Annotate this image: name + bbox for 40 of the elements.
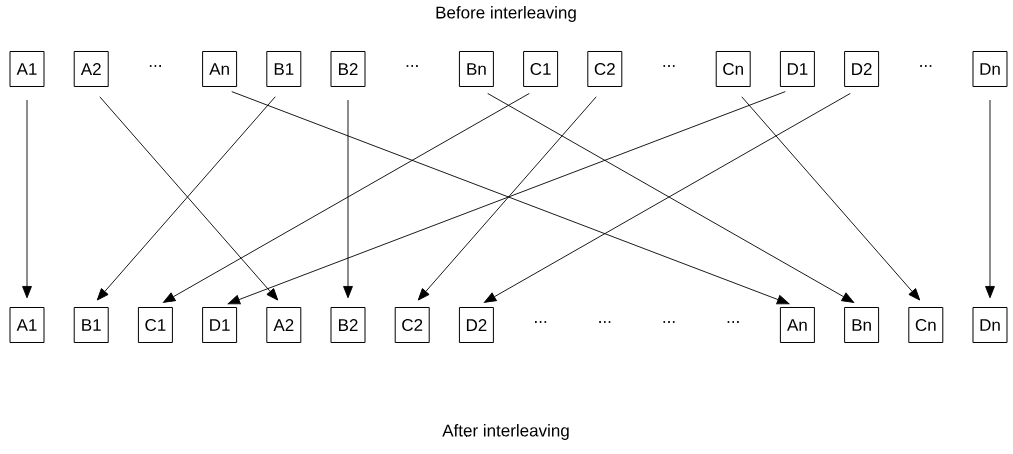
ellipsis: ... [920,65,932,67]
item-box: B2 [330,51,366,87]
item-box: Cn [715,51,751,87]
arrow [985,99,995,299]
item-box: B2 [330,307,366,343]
item-box: A1 [9,307,45,343]
item-box: B1 [73,307,109,343]
item-box: Cn [908,307,944,343]
ellipsis: ... [406,65,418,67]
item-box: C2 [587,51,623,87]
item-box: An [202,51,238,87]
item-box: D1 [779,51,815,87]
arrow [417,96,597,301]
item-box: Dn [972,307,1008,343]
item-box: D2 [844,51,880,87]
item-box: Bn [458,51,494,87]
arrow [22,99,32,299]
arrow [343,99,353,299]
item-box: A1 [9,51,45,87]
item-box: D2 [458,307,494,343]
item-box: Bn [844,307,880,343]
arrow [741,96,921,301]
ellipsis: ... [535,321,547,323]
item-box: B1 [266,51,302,87]
ellipsis: ... [663,321,675,323]
item-box: C2 [394,307,430,343]
item-box: An [779,307,815,343]
item-box: Dn [972,51,1008,87]
ellipsis: ... [727,321,739,323]
ellipsis: ... [599,321,611,323]
ellipsis: ... [663,65,675,67]
item-box: A2 [73,51,109,87]
ellipsis: ... [149,65,161,67]
arrow [163,93,530,303]
item-box: A2 [266,307,302,343]
item-box: C1 [137,307,173,343]
item-box: C1 [523,51,559,87]
title: Before interleaving [436,6,576,22]
item-box: D1 [202,307,238,343]
caption: After interleaving [442,424,569,440]
